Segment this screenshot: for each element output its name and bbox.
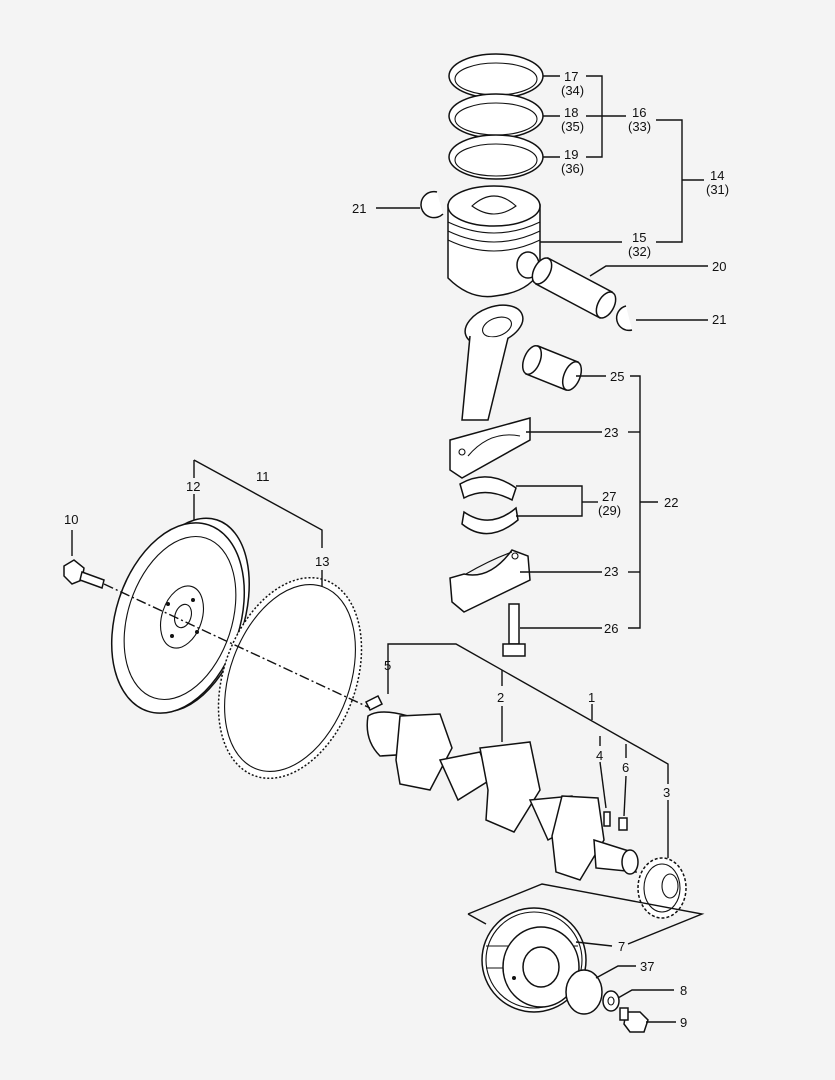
o-ring [565,969,603,1015]
label-21-upper: 21 [352,201,366,216]
label-29: (29) [598,503,621,518]
piston [447,185,541,298]
piston-ring-top [448,53,544,99]
label-33: (33) [628,119,651,134]
label-37: 37 [640,959,654,974]
label-22: 22 [664,495,678,510]
label-15: 15 [632,230,646,245]
label-21-lower: 21 [712,312,726,327]
crankshaft [366,711,639,881]
label-19: 19 [564,147,578,162]
label-3: 3 [663,785,670,800]
crankshaft-gear [637,857,687,919]
piston-ring-oil [448,134,544,180]
snap-ring-upper [420,190,444,219]
label-27: 27 [602,489,616,504]
rod-bolt [502,603,526,657]
label-7: 7 [618,939,625,954]
label-17: 17 [564,69,578,84]
rod-cap [449,549,531,613]
label-25: 25 [610,369,624,384]
label-8: 8 [680,983,687,998]
crankshaft-pulley [481,907,587,1013]
snap-ring-lower [615,305,633,332]
woodruff-key-a [603,811,611,827]
label-35: (35) [561,119,584,134]
pulley-bolt [619,1007,649,1033]
label-36: (36) [561,161,584,176]
label-26: 26 [604,621,618,636]
label-23-lower: 23 [604,564,618,579]
leader-lines [71,75,708,1023]
part-labels: 17 (34) 18 (35) 19 (36) 16 (33) 14 (31) … [64,69,729,1030]
label-1: 1 [588,690,595,705]
label-13: 13 [315,554,329,569]
label-9: 9 [680,1015,687,1030]
label-31: (31) [706,182,729,197]
washer [602,990,620,1012]
bearing-shell-lower [461,506,519,535]
label-16: 16 [632,105,646,120]
ring-gear [217,576,363,780]
label-5: 5 [384,658,391,673]
label-20: 20 [712,259,726,274]
connecting-rod [449,304,531,479]
piston-ring-second [448,93,544,139]
label-18: 18 [564,105,578,120]
label-12: 12 [186,479,200,494]
bearing-shell-upper [459,476,517,502]
label-2: 2 [497,690,504,705]
flywheel-bolt [63,559,105,589]
label-14: 14 [710,168,724,183]
label-4: 4 [596,748,603,763]
small-end-bushing [521,345,583,391]
label-23-upper: 23 [604,425,618,440]
label-32: (32) [628,244,651,259]
piston-pin [531,256,617,320]
woodruff-key-b [618,817,628,831]
label-6: 6 [622,760,629,775]
label-10: 10 [64,512,78,527]
label-34: (34) [561,83,584,98]
label-11: 11 [256,469,270,484]
